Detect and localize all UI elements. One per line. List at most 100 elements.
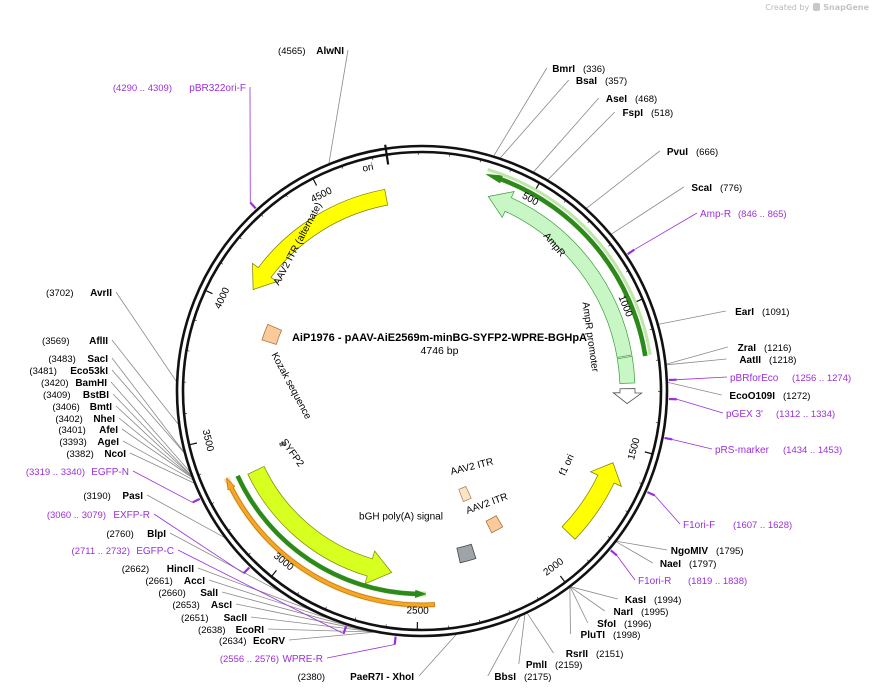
enzyme-site-pluti[interactable]: PluTI(1998) [581, 630, 641, 641]
enzyme-site-bbsi[interactable]: BbsI(2175) [494, 672, 551, 683]
syfp2-orange-strand [226, 477, 436, 608]
primer-mark [610, 549, 618, 557]
enzyme-site-aatii[interactable]: AatII(1218) [739, 355, 796, 366]
enzyme-position: (3190) [83, 491, 110, 502]
enzyme-site-pmli[interactable]: PmlI(2159) [526, 660, 583, 671]
enzyme-site-eari[interactable]: EarI(1091) [735, 307, 789, 318]
enzyme-site-ngomiv[interactable]: NgoMIV(1795) [671, 546, 744, 557]
enzyme-site-saci[interactable]: SacI(3483) [48, 354, 108, 365]
enzyme-connector [487, 616, 521, 677]
primer-pbr322ori-f[interactable]: pBR322ori-F(4290 .. 4309) [113, 83, 257, 210]
minor-tick [238, 236, 242, 240]
enzyme-position: (2661) [145, 576, 172, 587]
enzyme-connector [616, 540, 668, 551]
bgh-polya-feature[interactable] [456, 543, 477, 564]
primer-egfp-c[interactable]: EGFP-C(2711 .. 2732) [72, 546, 348, 635]
credit-prefix: Created by [765, 3, 810, 12]
enzyme-position: (1995) [641, 607, 668, 618]
enzyme-name: PasI [122, 491, 143, 502]
enzyme-site-rsrii[interactable]: RsrII(2151) [566, 649, 624, 660]
primer-egfp-n[interactable]: EGFP-N(3319 .. 3340) [26, 467, 201, 504]
primer-pbrforeco[interactable]: pBRforEco(1256 .. 1274) [668, 373, 851, 384]
enzyme-site-aflii[interactable]: AflII(3569) [42, 336, 108, 347]
tick-label: 3000 [271, 551, 296, 574]
enzyme-site-blpi[interactable]: BlpI(2760) [106, 529, 166, 540]
enzyme-site-acci[interactable]: AccI(2661) [145, 576, 205, 587]
kozak-feature[interactable] [279, 441, 286, 447]
enzyme-site-bamhi[interactable]: BamHI(3420) [41, 378, 107, 389]
enzyme-connector [288, 631, 374, 641]
enzyme-site-paer7i-xhoi[interactable]: PaeR7I - XhoI(2380) [298, 672, 415, 683]
aav2-itr-feature[interactable] [485, 515, 504, 534]
enzyme-name: SalI [200, 588, 218, 599]
enzyme-site-bmti[interactable]: BmtI(3406) [52, 402, 112, 413]
primer-prs-marker[interactable]: pRS-marker(1434 .. 1453) [664, 436, 842, 456]
tick-mark [204, 289, 213, 295]
enzyme-site-asei[interactable]: AseI(468) [606, 94, 657, 105]
tick-label: 3500 [200, 428, 216, 453]
enzyme-site-ecoo109i[interactable]: EcoO109I(1272) [729, 391, 810, 402]
primer-f1ori-r[interactable]: F1ori-R(1819 .. 1838) [610, 549, 747, 587]
minor-tick [508, 610, 511, 614]
enzyme-site-asci[interactable]: AscI(2653) [172, 600, 232, 611]
minor-tick [608, 244, 611, 247]
ampr-promoter-feature[interactable] [616, 355, 636, 384]
primer-pgex-3[interactable]: pGEX 3'(1312 .. 1334) [668, 397, 835, 420]
enzyme-site-agei[interactable]: AgeI(3393) [59, 437, 119, 448]
enzyme-site-naei[interactable]: NaeI(1797) [660, 559, 717, 570]
enzyme-site-sacii[interactable]: SacII(2651) [181, 613, 247, 624]
enzyme-connector [569, 587, 571, 635]
enzyme-position: (3481) [29, 366, 56, 377]
enzyme-site-zrai[interactable]: ZraI(1216) [738, 343, 792, 354]
aav2-itr-alternate-feature[interactable] [261, 323, 283, 345]
aav2-itr-feature-inner[interactable] [458, 486, 472, 502]
enzyme-site-fspi[interactable]: FspI(518) [622, 108, 673, 119]
enzyme-site-ecorv[interactable]: EcoRV(2634) [219, 636, 285, 647]
enzyme-connector [267, 628, 373, 633]
enzyme-name: AgeI [97, 437, 119, 448]
enzyme-site-hincii[interactable]: HincII(2662) [122, 564, 194, 575]
enzyme-site-bstbi[interactable]: BstBI(3409) [43, 390, 109, 401]
primer-amp-r[interactable]: Amp-R(846 .. 865) [627, 209, 787, 256]
enzyme-site-afei[interactable]: AfeI(3401) [58, 425, 118, 436]
enzyme-site-bsai[interactable]: BsaI(357) [576, 76, 627, 87]
enzyme-site-avrii[interactable]: AvrII(3702) [46, 288, 112, 299]
enzyme-position: (1272) [783, 391, 810, 402]
minor-tick [479, 159, 482, 163]
enzyme-site-scai[interactable]: ScaI(776) [691, 183, 742, 194]
plasmid-name: AiP1976 - pAAV-AiE2569m-minBG-SYFP2-WPRE… [291, 332, 588, 344]
enzyme-site-sfoi[interactable]: SfoI(1996) [597, 619, 651, 630]
minor-tick [248, 552, 251, 556]
enzyme-position: (776) [720, 183, 742, 194]
enzyme-site-kasi[interactable]: KasI(1994) [625, 595, 682, 606]
enzyme-site-pasi[interactable]: PasI (3190) [83, 491, 143, 502]
minor-tick [563, 199, 567, 203]
primer-name: EGFP-C [136, 546, 174, 557]
enzyme-site-bmri[interactable]: BmrI(336) [552, 64, 605, 75]
primer-connector [132, 470, 193, 503]
ampr-feature[interactable] [487, 191, 633, 358]
primer-name: F1ori-F [683, 520, 715, 531]
enzyme-site-alwni[interactable]: AlwNI(4565) [278, 46, 344, 57]
f1-ori-feature[interactable] [561, 462, 623, 540]
enzyme-site-pvui[interactable]: PvuI(666) [667, 147, 718, 158]
enzyme-site-ncoi[interactable]: NcoI(3382) [66, 449, 126, 460]
primer-wpre-r[interactable]: WPRE-R(2556 .. 2576) [220, 636, 397, 665]
enzyme-position: (1998) [613, 630, 640, 641]
enzyme-site-nhei[interactable]: NheI(3402) [55, 414, 115, 425]
enzyme-site-nari[interactable]: NarI(1995) [614, 607, 669, 618]
enzyme-site-eco53ki[interactable]: Eco53kI(3481) [29, 366, 108, 377]
enzyme-connector [221, 591, 366, 631]
enzyme-connector [611, 186, 685, 235]
primer-f1ori-f[interactable]: F1ori-F(1607 .. 1628) [646, 491, 792, 531]
enzyme-site-sali[interactable]: SalI(2660) [158, 588, 218, 599]
syfp2-feature[interactable] [247, 465, 393, 585]
enzyme-position: (468) [635, 94, 657, 105]
primer-name: F1ori-R [638, 576, 671, 587]
enzyme-site-ecori[interactable]: EcoRI(2638) [198, 625, 264, 636]
primer-exfp-r[interactable]: EXFP-R(3060 .. 3079) [47, 510, 251, 575]
ori-feature[interactable] [252, 189, 389, 291]
primer-range: (1312 .. 1334) [776, 409, 835, 420]
enzyme-position: (3401) [58, 425, 85, 436]
